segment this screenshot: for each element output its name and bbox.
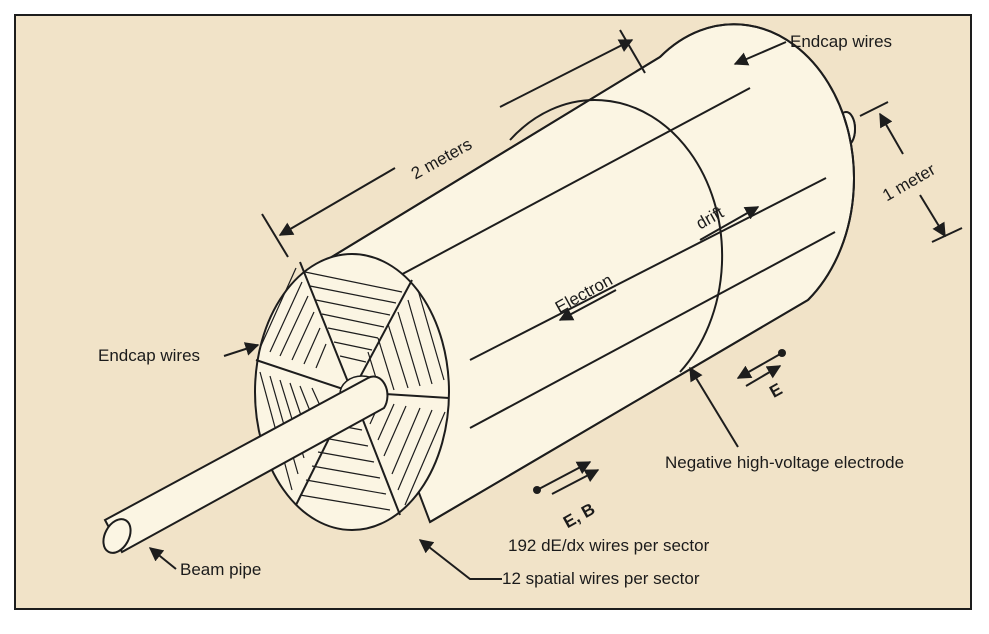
length-dimension [261, 29, 646, 258]
field-eb-label: E, B [560, 499, 598, 532]
endcap-wires-left-label: Endcap wires [98, 346, 200, 365]
cylinder-body [328, 23, 855, 524]
beam-pipe [102, 375, 389, 554]
field-e-arrows [736, 349, 786, 387]
endcap-wires-top-label: Endcap wires [790, 32, 892, 51]
diameter-dimension [859, 101, 963, 243]
beam-pipe-label: Beam pipe [180, 560, 261, 579]
spatial-label: 12 spatial wires per sector [502, 569, 700, 588]
field-eb-arrows [533, 461, 600, 495]
field-e-label: E [766, 380, 785, 402]
dedx-label: 192 dE/dx wires per sector [508, 536, 710, 555]
electrode-label: Negative high-voltage electrode [665, 453, 904, 472]
diameter-label: 1 meter [879, 160, 939, 205]
